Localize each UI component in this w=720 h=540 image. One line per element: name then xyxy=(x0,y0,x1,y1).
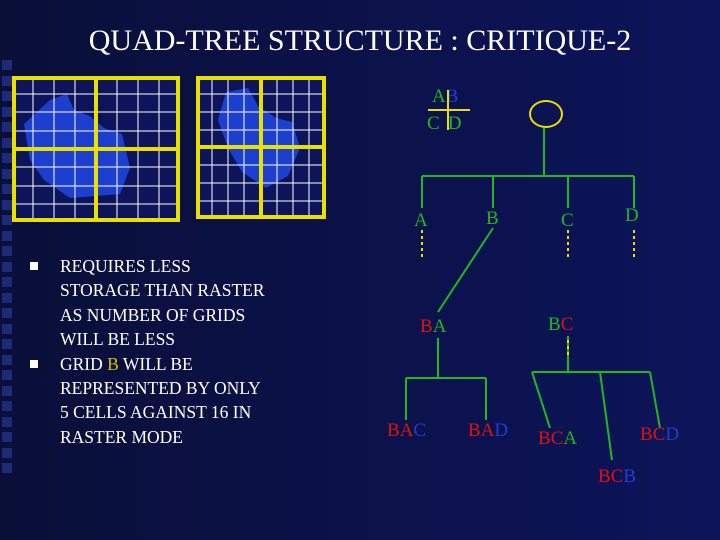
sidebar-square xyxy=(2,60,12,70)
decorative-sidebar xyxy=(0,60,14,480)
raster-grid-left xyxy=(12,76,180,222)
sidebar-square xyxy=(2,463,12,473)
sidebar-square xyxy=(2,323,12,334)
node-bad: BAD xyxy=(468,420,509,441)
root-node xyxy=(529,100,563,128)
sidebar-square xyxy=(2,230,12,241)
sidebar-square xyxy=(2,308,12,318)
sidebar-square xyxy=(2,261,12,272)
square-bullet-icon xyxy=(30,262,38,270)
sidebar-square xyxy=(2,168,12,179)
sidebar-square xyxy=(2,432,12,442)
sidebar-square xyxy=(2,277,12,287)
sidebar-square xyxy=(2,75,12,86)
node-c: C xyxy=(561,210,574,231)
node-a: A xyxy=(414,210,428,231)
sidebar-square xyxy=(2,106,12,117)
sidebar-square xyxy=(2,292,12,303)
node-ba: BA xyxy=(420,316,447,337)
bullet-item: REQUIRES LESS STORAGE THAN RASTER AS NUM… xyxy=(30,254,270,352)
root-label-c: C xyxy=(427,113,440,134)
square-bullet-icon xyxy=(30,359,38,368)
sidebar-square xyxy=(2,122,12,132)
bullet-list: REQUIRES LESS STORAGE THAN RASTER AS NUM… xyxy=(30,254,270,449)
node-bcd: BCD xyxy=(640,424,680,445)
sidebar-square xyxy=(2,416,12,427)
highlight-b: B xyxy=(107,353,119,374)
node-bc: BC xyxy=(548,314,574,335)
node-bca: BCA xyxy=(538,428,578,449)
sidebar-square xyxy=(2,447,12,458)
sidebar-square xyxy=(2,354,12,365)
sidebar-square xyxy=(2,137,12,148)
sidebar-square xyxy=(2,401,12,411)
root-label-a: A xyxy=(432,86,446,107)
root-label-d: D xyxy=(447,113,462,134)
node-b: B xyxy=(486,208,499,229)
sidebar-square xyxy=(2,91,12,101)
node-bac: BAC xyxy=(387,420,427,441)
bullet-item: GRID B WILL BE REPRESENTED BY ONLY 5 CEL… xyxy=(30,352,270,450)
sidebar-square xyxy=(2,184,12,194)
sidebar-square xyxy=(2,199,12,210)
root-label-box xyxy=(428,90,470,130)
slide-title: QUAD-TREE STRUCTURE : CRITIQUE-2 xyxy=(88,24,632,57)
node-d: D xyxy=(625,205,639,226)
sidebar-square xyxy=(2,339,12,349)
node-bcb: BCB xyxy=(598,466,637,487)
sidebar-square xyxy=(2,153,12,163)
sidebar-square xyxy=(2,370,12,380)
sidebar-square xyxy=(2,215,12,225)
quadtree-grid-right xyxy=(196,76,326,219)
sidebar-square xyxy=(2,246,12,256)
sidebar-square xyxy=(2,385,12,396)
